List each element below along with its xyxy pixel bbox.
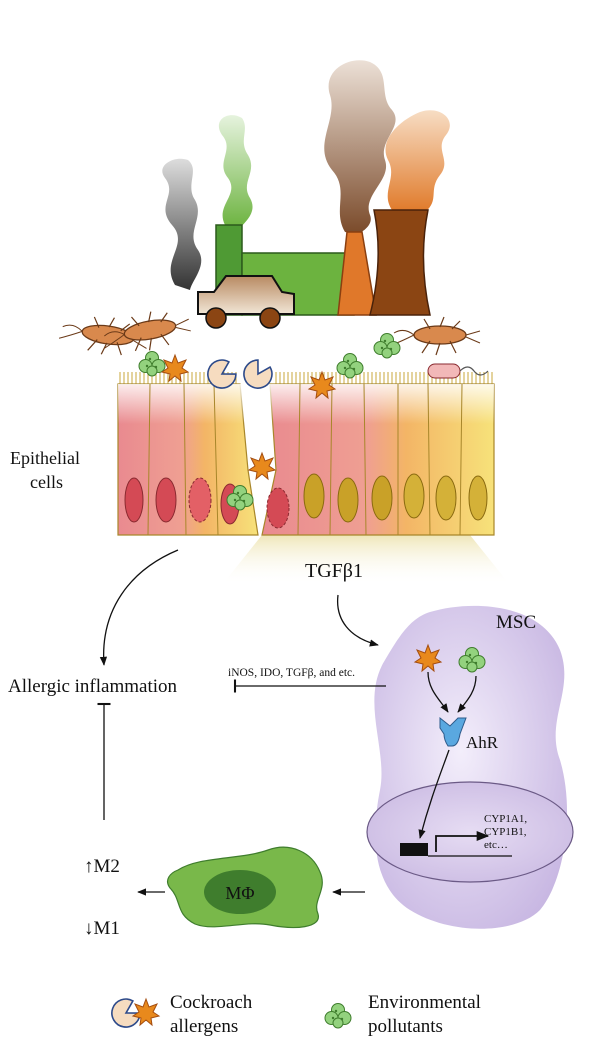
allergen-star-icon bbox=[248, 452, 276, 480]
tgfb1-label: TGFβ1 bbox=[305, 560, 363, 582]
arrows bbox=[97, 549, 386, 896]
tgfb1-beam bbox=[222, 535, 510, 585]
gray-smoke bbox=[162, 158, 202, 290]
car-icon bbox=[197, 275, 295, 329]
m1-label: ↓M1 bbox=[84, 918, 120, 939]
bacterium-icon bbox=[427, 363, 489, 379]
transcription-arrow bbox=[435, 830, 490, 852]
orange-chimney bbox=[337, 231, 377, 316]
pollution-scene bbox=[57, 60, 481, 362]
msc-nucleus bbox=[366, 781, 574, 883]
ahr-label: AhR bbox=[466, 733, 499, 752]
legend: Cockroach allergens Environmental pollut… bbox=[105, 992, 481, 1037]
legend-pollutant-line2: pollutants bbox=[368, 1016, 443, 1037]
epithelial-label-line1: Epithelial bbox=[10, 448, 80, 468]
allergic-inflammation-label: Allergic inflammation bbox=[8, 676, 178, 697]
green-smoke bbox=[218, 115, 253, 228]
cyp-line2: CYP1B1, bbox=[484, 826, 527, 838]
msc-label: MSC bbox=[496, 612, 536, 633]
brown-smoke bbox=[324, 60, 396, 235]
macrophage bbox=[166, 846, 323, 929]
epithelium bbox=[117, 333, 510, 585]
legend-cockroach-line2: allergens bbox=[170, 1016, 238, 1037]
cyp-line3: etc… bbox=[484, 839, 508, 851]
brown-cooling-tower bbox=[369, 209, 431, 316]
msc-cell bbox=[366, 605, 574, 929]
pollutant-icon bbox=[138, 351, 166, 377]
legend-pollutant-line1: Environmental bbox=[368, 992, 481, 1013]
ahr-receptor-icon bbox=[439, 716, 467, 747]
cell-nuclei bbox=[124, 473, 488, 529]
pollutant-icon bbox=[373, 333, 401, 359]
macrophage-label: MΦ bbox=[225, 883, 254, 903]
mediators-label: iNOS, IDO, TGFβ, and etc. bbox=[228, 667, 355, 679]
macrophage-nucleus bbox=[204, 870, 276, 914]
legend-cockroach-line1: Cockroach bbox=[170, 992, 253, 1013]
orange-smoke bbox=[385, 110, 450, 212]
legend-pollutant-icon bbox=[324, 1003, 352, 1029]
epithelial-label-line2: cells bbox=[30, 472, 63, 492]
cyp-line1: CYP1A1, bbox=[484, 813, 527, 825]
cockroach-icon bbox=[98, 304, 194, 359]
cockroach-icon bbox=[391, 316, 481, 356]
promoter-box bbox=[400, 843, 428, 856]
m2-label: ↑M2 bbox=[84, 856, 120, 877]
pollutant-icon bbox=[336, 353, 364, 379]
